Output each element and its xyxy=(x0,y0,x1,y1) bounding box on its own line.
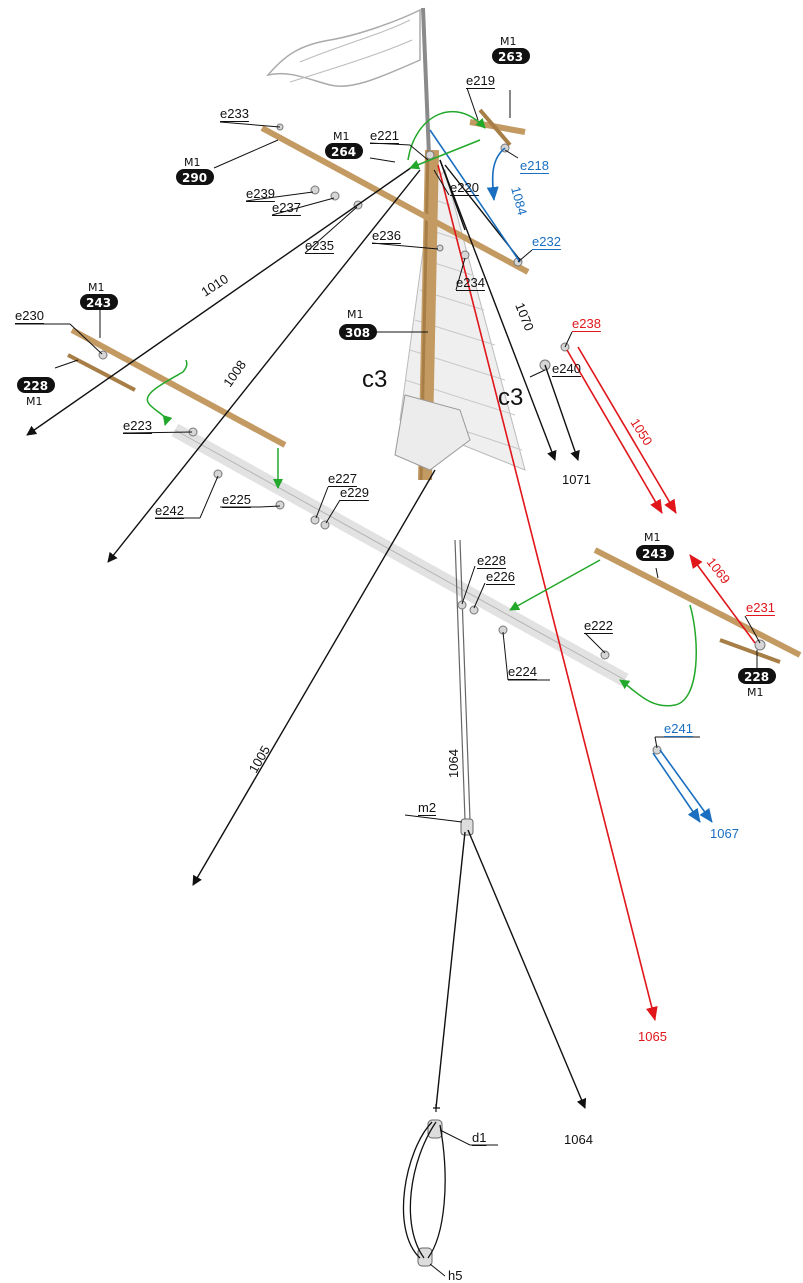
label-e236: e236 xyxy=(372,228,401,243)
svg-text:228: 228 xyxy=(744,670,769,684)
part-labels: e233 e221 e219 e218 e220 e239 e237 e235 … xyxy=(15,73,775,1283)
label-e228: e228 xyxy=(477,553,506,568)
line-1050-a xyxy=(566,349,663,514)
label-e232: e232 xyxy=(532,234,561,249)
label-e230: e230 xyxy=(15,308,44,323)
badge-228-right: 228 M1 xyxy=(738,668,776,699)
line-1065 xyxy=(437,164,658,1021)
label-e222: e222 xyxy=(584,618,613,633)
num-1070: 1070 xyxy=(512,301,537,333)
label-e225: e225 xyxy=(222,492,251,507)
rigging-lines-red xyxy=(437,164,756,1021)
label-e218: e218 xyxy=(520,158,549,173)
num-1067: 1067 xyxy=(710,826,739,841)
svg-text:M1: M1 xyxy=(347,308,364,321)
section-label-c3-right: c3 xyxy=(498,384,523,411)
label-e242: e242 xyxy=(155,503,184,518)
label-h5: h5 xyxy=(448,1268,462,1283)
loose-spar-left xyxy=(67,353,136,392)
badge-308: M1 308 xyxy=(339,308,377,340)
line-1070 xyxy=(439,159,557,461)
pennant-flag xyxy=(265,8,421,87)
block-m2 xyxy=(460,818,474,836)
svg-text:243: 243 xyxy=(86,296,111,310)
label-e235: e235 xyxy=(305,238,334,253)
badge-263: M1 263 xyxy=(492,35,530,64)
badge-290: M1 290 xyxy=(176,156,214,185)
line-1067-a xyxy=(652,752,701,823)
svg-text:264: 264 xyxy=(331,145,356,159)
svg-text:M1: M1 xyxy=(747,686,764,699)
svg-text:M1: M1 xyxy=(26,395,43,408)
label-e239: e239 xyxy=(246,186,275,201)
section-label-c3-left: c3 xyxy=(362,366,387,393)
mast-structure xyxy=(67,7,802,1267)
label-e224: e224 xyxy=(508,664,537,679)
top-yard xyxy=(260,125,530,275)
line-1050-b xyxy=(577,346,677,514)
label-e234: e234 xyxy=(456,275,485,290)
loose-yard-left xyxy=(70,327,287,448)
badge-264: M1 264 xyxy=(325,130,363,159)
label-e229: e229 xyxy=(340,485,369,500)
svg-text:M1: M1 xyxy=(500,35,517,48)
loose-spar-right xyxy=(719,638,781,664)
line-1067-b xyxy=(659,749,713,823)
label-m2: m2 xyxy=(418,800,436,815)
label-e227: e227 xyxy=(328,471,357,486)
label-e237: e237 xyxy=(272,200,301,215)
block-h5 xyxy=(417,1247,433,1267)
svg-text:M1: M1 xyxy=(333,130,350,143)
svg-text:243: 243 xyxy=(642,547,667,561)
line-1010 xyxy=(26,164,416,436)
fighting-top xyxy=(394,394,471,471)
num-1069: 1069 xyxy=(704,555,734,587)
svg-text:290: 290 xyxy=(182,171,207,185)
line-m2-d1 xyxy=(435,831,466,1109)
label-e233: e233 xyxy=(220,106,249,121)
loose-yard-right xyxy=(593,547,802,658)
badge-228-left: 228 M1 xyxy=(17,377,55,408)
label-e221: e221 xyxy=(370,128,399,143)
label-e240: e240 xyxy=(552,361,581,376)
rigging-lines-black xyxy=(26,159,587,1109)
num-1008: 1008 xyxy=(220,357,249,389)
label-e238: e238 xyxy=(572,316,601,331)
badge-243-right: M1 243 xyxy=(636,531,674,561)
block-d1 xyxy=(427,1119,443,1139)
label-d1: d1 xyxy=(472,1130,486,1145)
num-1050: 1050 xyxy=(627,416,655,448)
badge-243-left: M1 243 xyxy=(80,281,118,310)
line-1071 xyxy=(544,364,580,461)
num-1064: 1064 xyxy=(564,1132,593,1147)
num-1010: 1010 xyxy=(198,271,230,299)
num-1005: 1005 xyxy=(246,743,273,776)
label-e219: e219 xyxy=(466,73,495,88)
svg-text:308: 308 xyxy=(345,326,370,340)
line-1005 xyxy=(192,469,436,886)
label-e231: e231 xyxy=(746,600,775,615)
svg-text:M1: M1 xyxy=(88,281,105,294)
svg-text:M1: M1 xyxy=(184,156,201,169)
svg-text:M1: M1 xyxy=(644,531,661,544)
num-1084: 1084 xyxy=(508,185,530,217)
line-1084-loop xyxy=(486,147,506,201)
label-e223: e223 xyxy=(123,418,152,433)
line-1008 xyxy=(107,169,421,563)
svg-text:263: 263 xyxy=(498,50,523,64)
leader-lines xyxy=(15,87,761,1277)
line-1064-run xyxy=(467,829,587,1109)
svg-text:228: 228 xyxy=(23,379,48,393)
line-1069 xyxy=(689,554,756,644)
num-1071: 1071 xyxy=(562,472,591,487)
label-e226: e226 xyxy=(486,569,515,584)
label-e241: e241 xyxy=(664,721,693,736)
num-1064-vertical: 1064 xyxy=(446,749,461,778)
num-1065: 1065 xyxy=(638,1029,667,1044)
label-e220: e220 xyxy=(450,180,479,195)
